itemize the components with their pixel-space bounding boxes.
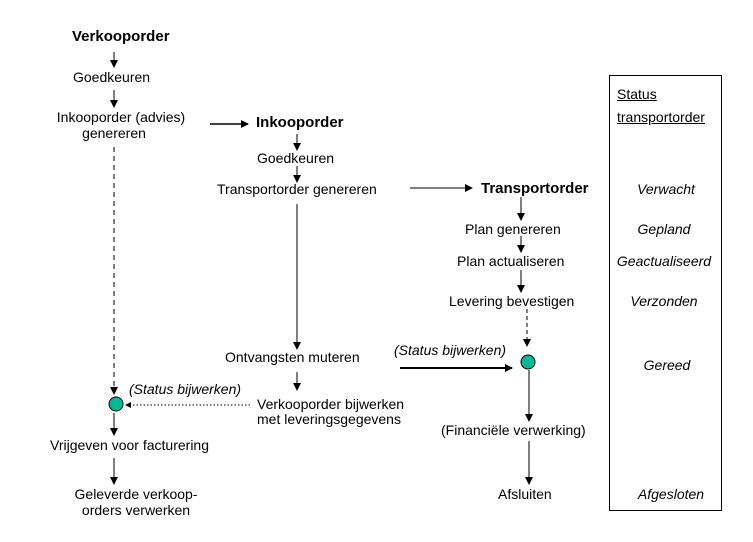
process-delivered-orders-step: Geleverde verkoop- orders verwerken	[56, 486, 216, 518]
purchase-approve-step: Goedkeuren	[257, 150, 335, 166]
sales-update-line-1: Verkooporder bijwerken	[257, 396, 405, 412]
sales-update-line-2: met leveringsgegevens	[257, 411, 401, 427]
purchase-order-generate-step: Inkooporder (advies) genereren	[46, 109, 196, 141]
purchase-order-title: Inkooporder	[256, 114, 344, 131]
transport-status-box	[609, 75, 722, 511]
status-update-label-left: (Status bijwerken)	[129, 381, 242, 397]
sales-order-update-step: Verkooporder bijwerken met leveringsgege…	[257, 397, 404, 427]
sales-order-title: Verkooporder	[72, 28, 170, 45]
plan-generate-step: Plan genereren	[465, 221, 561, 237]
status-ready: Gereed	[643, 357, 691, 373]
plan-update-step: Plan actualiseren	[457, 253, 565, 269]
process-line-1: Geleverde verkoop-	[74, 486, 198, 502]
status-planned: Gepland	[637, 221, 691, 237]
status-closed: Afgesloten	[637, 486, 705, 502]
transport-order-title: Transportorder	[481, 180, 589, 197]
status-updated: Geactualiseerd	[616, 253, 712, 269]
close-step: Afsluiten	[498, 486, 552, 502]
status-update-label-right: (Status bijwerken)	[394, 342, 507, 358]
delivery-confirm-step: Levering bevestigen	[449, 293, 575, 309]
po-generate-line-2: genereren	[82, 125, 146, 141]
financial-processing-step: (Financiële verwerking)	[441, 422, 586, 438]
sales-approve-step: Goedkeuren	[73, 69, 151, 85]
status-header-line-1: Status	[617, 86, 657, 102]
release-invoicing-step: Vrijgeven voor facturering	[50, 437, 210, 453]
process-line-2: orders verwerken	[81, 502, 191, 518]
po-generate-line-1: Inkooporder (advies)	[56, 109, 186, 125]
status-node-left	[108, 396, 124, 412]
transport-order-generate-step: Transportorder genereren	[217, 181, 377, 197]
status-header-line-2: transportorder	[617, 109, 705, 125]
status-expected: Verwacht	[637, 181, 695, 197]
status-node-right	[520, 354, 536, 370]
receipts-mutate-step: Ontvangsten muteren	[225, 349, 360, 365]
status-shipped: Verzonden	[630, 293, 698, 309]
